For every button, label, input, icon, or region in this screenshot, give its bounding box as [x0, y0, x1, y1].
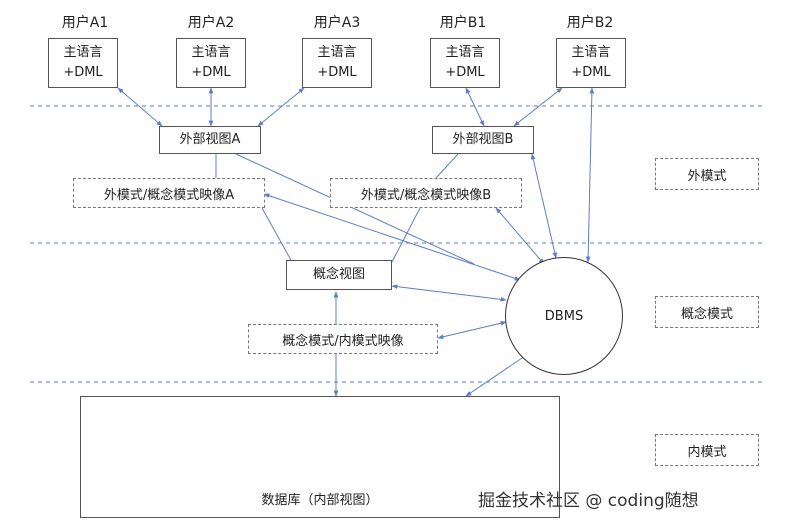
- user-box-a2-line2: +DML: [191, 65, 231, 80]
- mapping-external-a: 外模式/概念模式映像A: [73, 178, 265, 208]
- user-box-a1: 主语言 +DML: [48, 38, 118, 88]
- user-box-a2: 主语言 +DML: [176, 38, 246, 88]
- dbms-circle: DBMS: [505, 257, 623, 375]
- user-box-b2-line1: 主语言: [571, 45, 611, 60]
- arrow-view-b-dbms: [530, 153, 558, 259]
- user-box-a1-line2: +DML: [63, 65, 103, 80]
- user-box-b1-line2: +DML: [445, 65, 485, 80]
- arrow-conceptual-dbms: [391, 284, 507, 302]
- user-box-b2: 主语言 +DML: [556, 38, 626, 88]
- arrow-a1-view-a: [117, 87, 163, 127]
- user-box-b2-line2: +DML: [571, 65, 611, 80]
- user-box-b1-line1: 主语言: [445, 45, 485, 60]
- watermark: 掘金技术社区 @ coding随想: [478, 491, 699, 511]
- external-view-a: 外部视图A: [159, 126, 261, 154]
- user-box-a3: 主语言 +DML: [302, 38, 372, 88]
- arrow-b1-view-b: [465, 87, 485, 127]
- line-map-b-conceptual: [391, 207, 421, 263]
- user-label-a3: 用户A3: [313, 15, 361, 31]
- user-box-a2-line1: 主语言: [191, 45, 231, 60]
- user-label-b2: 用户B2: [566, 15, 614, 31]
- arrow-map-ci-dbms: [437, 320, 507, 340]
- line-view-a-conceptual: [235, 153, 475, 265]
- user-box-b1: 主语言 +DML: [430, 38, 500, 88]
- arrow-b2-dbms: [585, 87, 595, 263]
- database-container: 数据库（内部视图）: [80, 396, 560, 518]
- line-view-b-map-b: [435, 153, 459, 179]
- user-label-a2: 用户A2: [187, 15, 235, 31]
- database-label: 数据库（内部视图）: [261, 493, 379, 508]
- external-view-b: 外部视图B: [432, 126, 534, 154]
- user-box-a1-line1: 主语言: [63, 45, 103, 60]
- line-map-a-conceptual: [261, 207, 293, 263]
- user-label-a1: 用户A1: [61, 15, 109, 31]
- level-external: 外模式: [655, 158, 759, 190]
- mapping-conceptual-internal: 概念模式/内模式映像: [248, 324, 438, 354]
- arrow-map-a-dbms: [263, 193, 521, 281]
- arrow-map-b-dbms: [495, 207, 545, 265]
- user-box-a3-line2: +DML: [317, 65, 357, 80]
- level-conceptual: 概念模式: [655, 296, 759, 328]
- user-box-a3-line1: 主语言: [317, 45, 357, 60]
- level-internal: 内模式: [655, 434, 759, 466]
- user-label-b1: 用户B1: [439, 15, 487, 31]
- mapping-external-b: 外模式/概念模式映像B: [330, 178, 522, 208]
- arrow-a3-view-a: [257, 87, 305, 127]
- arrow-b2-view-b: [513, 87, 563, 127]
- arrow-dbms-database: [465, 353, 529, 397]
- conceptual-view: 概念视图: [286, 260, 392, 290]
